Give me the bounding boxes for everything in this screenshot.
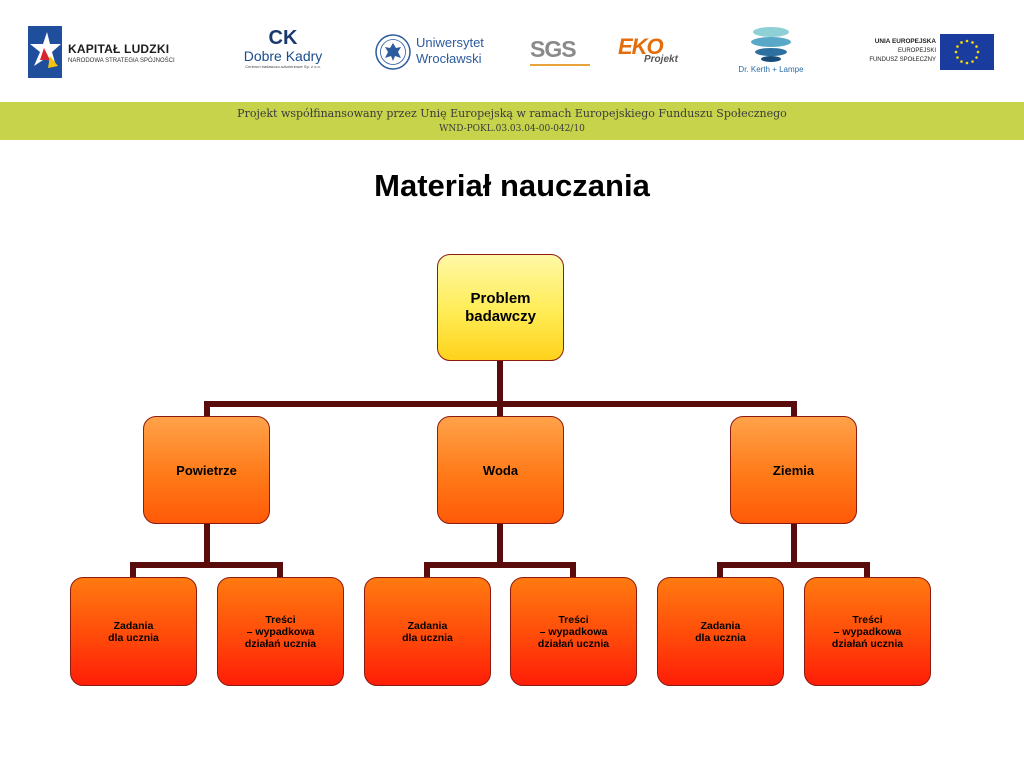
eu-star-icon — [956, 56, 959, 59]
kerth-lampe-wave-icon — [751, 27, 791, 62]
cofinancing-text: Projekt współfinansowany przez Unię Euro… — [237, 107, 787, 120]
sgs-name: SGS — [530, 36, 577, 62]
eu-flag-icon — [940, 34, 994, 70]
eu-line1: UNIA EUROPEJSKA — [874, 38, 936, 45]
eu-star-icon — [960, 41, 963, 44]
eu-fund-text: UNIA EUROPEJSKA EUROPEJSKI FUNDUSZ SPOŁE… — [869, 37, 936, 65]
node-ziemia-tresci: Treści – wypadkowa działań ucznia — [804, 577, 931, 686]
project-number: WND-POKL.03.03.04-00-042/10 — [439, 124, 585, 134]
eu-star-icon — [965, 61, 969, 65]
eko-sub: Projekt — [644, 54, 678, 65]
node-powietrze-tresci: Treści – wypadkowa działań ucznia — [217, 577, 344, 686]
kapital-ludzki-name: KAPITAŁ LUDZKI — [68, 42, 170, 56]
page-title: Materiał nauczania — [374, 168, 650, 203]
node-woda: Woda — [437, 416, 564, 524]
sgs-underline — [530, 64, 590, 66]
dobre-kadry-name: Dobre Kadry — [243, 48, 323, 64]
eu-star-icon — [976, 50, 980, 54]
eu-line2: EUROPEJSKI — [897, 48, 936, 54]
university-seal-icon — [375, 34, 411, 70]
eu-fund-logo: UNIA EUROPEJSKA EUROPEJSKI FUNDUSZ SPOŁE… — [858, 33, 998, 73]
sgs-logo: SGS — [530, 36, 592, 68]
eu-star-icon — [954, 50, 958, 54]
uniwersytet-line2: Wrocławski — [416, 51, 482, 66]
eu-line3: FUNDUSZ SPOŁECZNY — [869, 57, 936, 63]
uniwersytet-line1: Uniwersytet — [416, 35, 484, 50]
eu-star-icon — [965, 39, 969, 43]
cofinancing-band: Projekt współfinansowany przez Unię Euro… — [0, 102, 1024, 140]
kerth-lampe-name: Dr. Kerth + Lampe — [738, 65, 804, 74]
kapital-ludzki-logo: KAPITAŁ LUDZKI NARODOWA STRATEGIA SPÓJNO… — [28, 26, 198, 80]
eu-star-icon — [956, 45, 959, 48]
eu-star-icon — [975, 56, 978, 59]
node-ziemia-zadania: Zadania dla ucznia — [657, 577, 784, 686]
dobre-kadry-mark: CK — [268, 27, 298, 49]
dobre-kadry-subtitle: Centrum badawczo-szkoleniowe Sp. z o.o. — [245, 64, 321, 69]
kerth-lampe-logo: Dr. Kerth + Lampe — [733, 24, 809, 78]
eu-star-icon — [960, 60, 963, 63]
eko-projekt-logo: EKO Projekt — [618, 34, 688, 70]
logo-strip: KAPITAŁ LUDZKI NARODOWA STRATEGIA SPÓJNO… — [0, 0, 1024, 102]
node-woda-tresci: Treści – wypadkowa działań ucznia — [510, 577, 637, 686]
uniwersytet-logo: Uniwersytet Wrocławski — [375, 32, 495, 72]
kapital-ludzki-subtitle: NARODOWA STRATEGIA SPÓJNOŚCI — [68, 58, 175, 64]
kapital-ludzki-star-icon — [28, 26, 62, 78]
eu-star-icon — [975, 45, 978, 48]
dobre-kadry-logo: CK Dobre Kadry Centrum badawczo-szkoleni… — [236, 28, 330, 76]
node-powietrze-zadania: Zadania dla ucznia — [70, 577, 197, 686]
eu-star-icon — [971, 41, 974, 44]
node-powietrze: Powietrze — [143, 416, 270, 524]
node-woda-zadania: Zadania dla ucznia — [364, 577, 491, 686]
node-problem-badawczy: Problem badawczy — [437, 254, 564, 361]
eu-star-icon — [971, 60, 974, 63]
node-ziemia: Ziemia — [730, 416, 857, 524]
eko-name: EKO — [618, 34, 664, 59]
